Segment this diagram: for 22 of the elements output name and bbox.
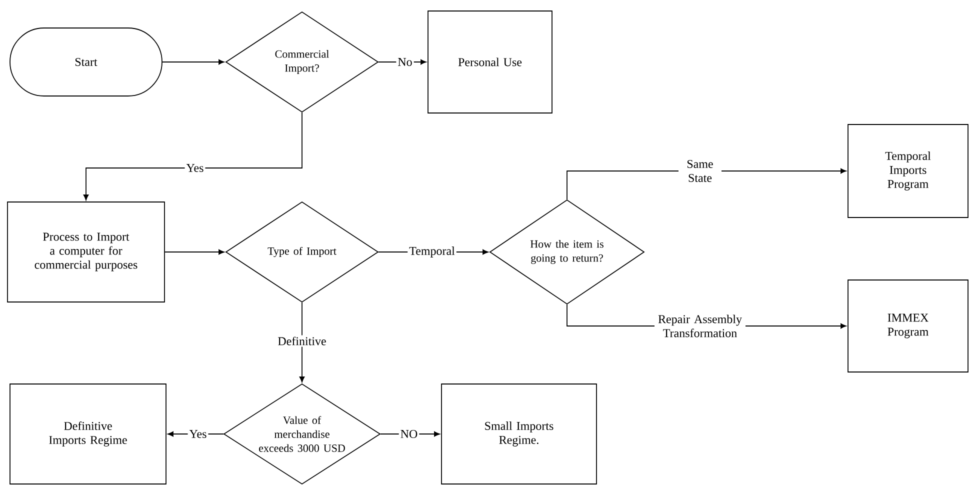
arrow — [162, 59, 224, 65]
arrow — [168, 431, 224, 437]
edge-label: Temporal — [408, 245, 456, 259]
edge-label: Yes — [184, 162, 206, 174]
edge-label: Same State — [678, 158, 722, 184]
arrow — [380, 431, 440, 437]
edge-label: Definitive — [276, 335, 328, 347]
process-box: Definitive Imports Regime — [10, 384, 166, 484]
start-terminal: Start — [10, 28, 162, 96]
arrow — [83, 112, 302, 200]
edge-label: NO — [398, 428, 420, 440]
arrow — [164, 249, 224, 255]
process-box: Small Imports Regime. — [441, 384, 597, 484]
edge-label: Repair Assembly Transformation — [654, 313, 746, 339]
process-box: Personal Use — [428, 10, 552, 114]
arrow — [378, 59, 426, 65]
process-box: Process to Import a computer for commercial purposes — [7, 202, 165, 302]
edge-label: Yes — [188, 428, 208, 440]
process-box: Temporal Imports Program — [848, 124, 968, 218]
arrow — [299, 302, 305, 382]
process-box: IMMEX Program — [848, 280, 968, 372]
edge-label: No — [396, 56, 414, 68]
